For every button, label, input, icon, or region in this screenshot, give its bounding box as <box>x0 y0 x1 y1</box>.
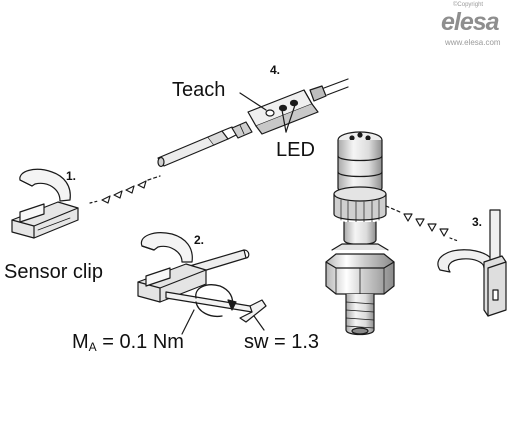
cylinder-sensor-holder <box>325 131 395 336</box>
step-number-2: 2. <box>194 233 205 247</box>
sensor-body-with-teach-button <box>231 78 349 139</box>
torque-label: MA = 0.1 Nm <box>72 332 184 353</box>
step-number-3: 3. <box>472 215 483 229</box>
sensor-rod-part <box>157 126 237 168</box>
leader-lines-step2 <box>181 309 265 335</box>
assembly-arrow-step1 <box>89 175 161 204</box>
teach-label: Teach <box>172 79 226 101</box>
step-number-4: 4. <box>270 63 281 77</box>
sensor-clip-mounted-step3 <box>437 209 507 317</box>
torque-symbol: M <box>72 331 89 353</box>
sensor-clip-part <box>11 168 79 239</box>
hex-key-wrench <box>165 291 267 323</box>
torque-value: = 0.1 Nm <box>96 331 184 353</box>
led-label: LED <box>276 139 315 161</box>
brand-logo: elesa <box>441 8 500 36</box>
step-number-1: 1. <box>66 169 77 183</box>
rotation-arrow <box>195 284 237 318</box>
leader-lines-step4 <box>239 92 296 133</box>
brand-url: www.elesa.com <box>445 38 501 47</box>
sensor-clip-step2 <box>137 232 250 303</box>
assembly-arrow-step3 <box>385 205 459 242</box>
sensor-clip-label: Sensor clip <box>4 261 103 283</box>
torque-subscript: A <box>88 340 97 354</box>
brand-copyright: ©Copyright <box>453 2 484 8</box>
wrench-size-label: sw = 1.3 <box>244 331 320 353</box>
